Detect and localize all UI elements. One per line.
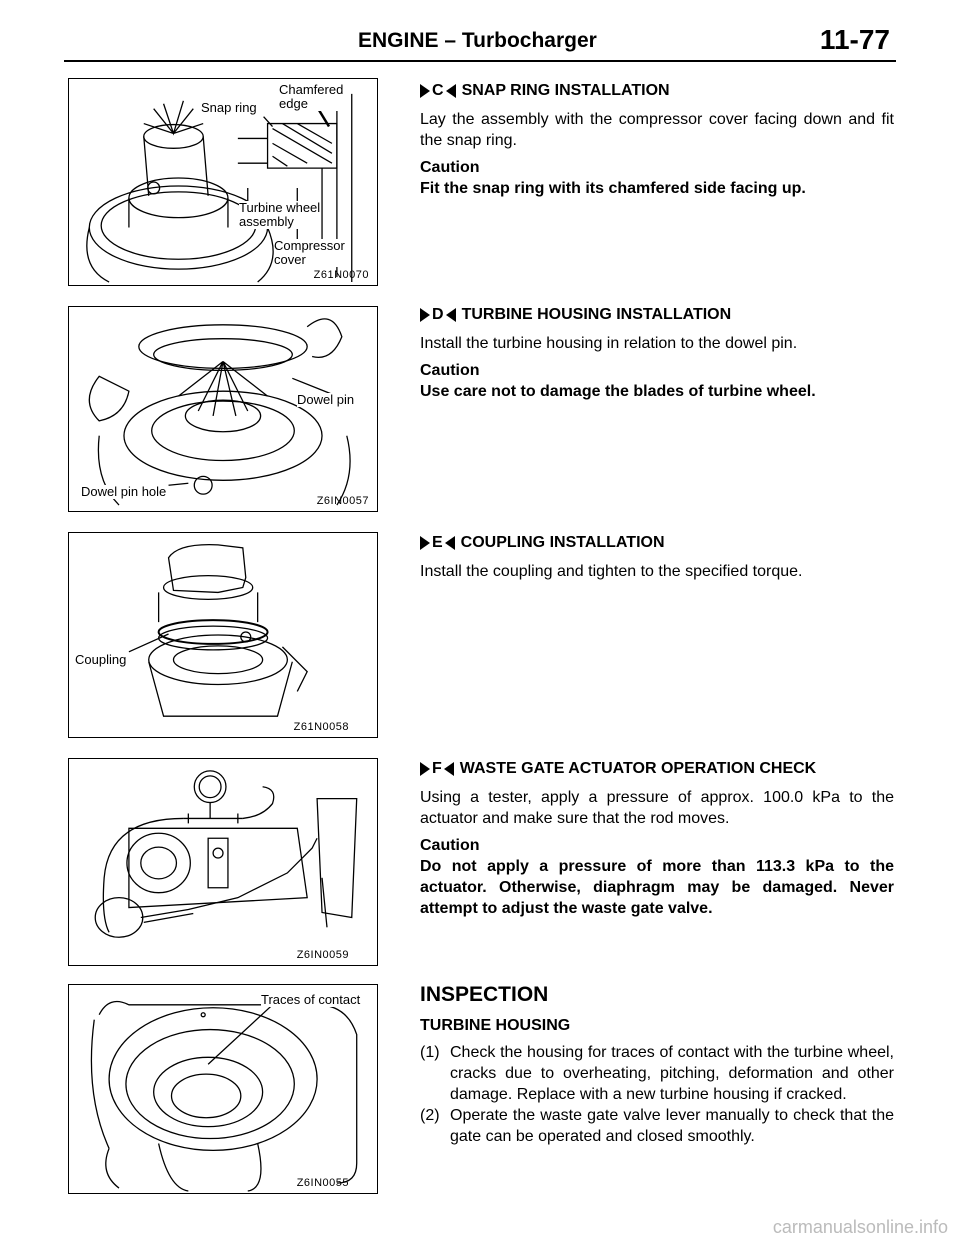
triangle-right-icon	[420, 307, 430, 322]
triangle-left-icon	[445, 83, 456, 98]
section-body: Using a tester, apply a pressure of appr…	[420, 789, 894, 827]
section-snap-ring-installation: C SNAP RING INSTALLATION Lay the assembl…	[420, 80, 894, 199]
label-compressor-cover: Compressor cover	[274, 238, 345, 267]
inspection-subtitle: TURBINE HOUSING	[420, 1017, 571, 1034]
triangle-left-icon	[444, 535, 455, 550]
figure-dowel-pin: Dowel pin Dowel pin hole Z6IN0057	[68, 306, 378, 512]
list-item-number: (1)	[420, 1044, 440, 1061]
caution-text: Do not apply a pressure of more than 113…	[420, 858, 894, 917]
figure-code: Z61N0058	[293, 721, 349, 733]
section-coupling-installation: E COUPLING INSTALLATION Install the coup…	[420, 532, 894, 588]
coupling-illustration	[128, 544, 308, 717]
figure-code: Z6IN0059	[296, 949, 349, 961]
label-traces-of-contact: Traces of contact	[261, 992, 361, 1007]
figure-coupling: Coupling Z61N0058	[68, 532, 378, 738]
list-item-number: (2)	[420, 1107, 440, 1124]
section-waste-gate-check: F WASTE GATE ACTUATOR OPERATION CHECK Us…	[420, 758, 894, 919]
caution-label: Caution	[420, 362, 480, 379]
watermark: carmanualsonline.info	[772, 1217, 948, 1237]
page-header: ENGINE – Turbocharger 11-77	[0, 0, 960, 64]
figure-code: Z61N0070	[313, 269, 369, 281]
section-letter: F	[432, 760, 442, 777]
section-heading: D TURBINE HOUSING INSTALLATION	[420, 304, 894, 325]
caution-text: Fit the snap ring with its chamfered sid…	[420, 180, 806, 197]
inspection-title: INSPECTION	[420, 983, 549, 1006]
section-heading: C SNAP RING INSTALLATION	[420, 80, 894, 101]
caution-label: Caution	[420, 837, 480, 854]
waste-gate-illustration	[94, 770, 358, 938]
section-body: Lay the assembly with the compressor cov…	[420, 111, 894, 149]
page-number: 11-77	[819, 24, 890, 55]
triangle-right-icon	[420, 83, 430, 98]
caution-text: Use care not to damage the blades of tur…	[420, 383, 816, 400]
label-turbine-wheel-assembly: Turbine wheel assembly	[239, 200, 321, 229]
caution-label: Caution	[420, 159, 480, 176]
triangle-left-icon	[443, 761, 454, 776]
section-turbine-housing-installation: D TURBINE HOUSING INSTALLATION Install t…	[420, 304, 894, 402]
section-letter: C	[432, 82, 444, 99]
section-heading: F WASTE GATE ACTUATOR OPERATION CHECK	[420, 758, 894, 779]
figure-snap-ring: Snap ring Chamfered edge Turbine wheel a…	[68, 78, 378, 286]
section-letter: D	[432, 306, 444, 323]
triangle-right-icon	[420, 535, 430, 550]
list-item-text: Check the housing for traces of contact …	[450, 1044, 894, 1103]
section-title: SNAP RING INSTALLATION	[461, 82, 670, 99]
section-title: COUPLING INSTALLATION	[460, 534, 665, 551]
section-heading: E COUPLING INSTALLATION	[420, 532, 894, 553]
section-letter: E	[432, 534, 443, 551]
label-dowel-pin: Dowel pin	[297, 392, 355, 407]
list-item-text: Operate the waste gate valve lever manua…	[450, 1107, 894, 1145]
section-title: WASTE GATE ACTUATOR OPERATION CHECK	[459, 760, 817, 777]
section-body: Install the turbine housing in relation …	[420, 335, 798, 352]
turbine-housing-illustration	[88, 318, 351, 506]
label-dowel-pin-hole: Dowel pin hole	[81, 484, 167, 499]
label-coupling: Coupling	[75, 652, 127, 667]
section-body: Install the coupling and tighten to the …	[420, 563, 803, 580]
triangle-right-icon	[420, 761, 430, 776]
page-title: ENGINE – Turbocharger	[358, 29, 597, 52]
label-chamfered-edge: Chamfered edge	[279, 82, 344, 111]
section-inspection: INSPECTION TURBINE HOUSING (1) Check the…	[420, 984, 894, 1147]
figure-waste-gate-actuator: Z6IN0059	[68, 758, 378, 966]
figure-code: Z6IN0055	[296, 1177, 349, 1189]
figure-turbine-housing-inspection: Traces of contact Z6IN0055	[68, 984, 378, 1194]
triangle-left-icon	[445, 307, 456, 322]
section-title: TURBINE HOUSING INSTALLATION	[461, 306, 732, 323]
header-rule	[64, 60, 896, 62]
figure-code: Z6IN0057	[316, 495, 369, 507]
list-item: (1) Check the housing for traces of cont…	[420, 1042, 894, 1105]
list-item: (2) Operate the waste gate valve lever m…	[420, 1105, 894, 1147]
label-snap-ring: Snap ring	[201, 100, 257, 115]
turbine-housing-inspection-illustration	[90, 1000, 358, 1192]
